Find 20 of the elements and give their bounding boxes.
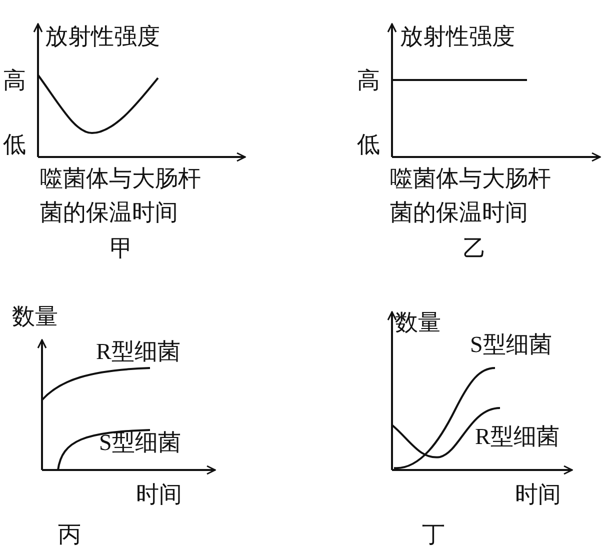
panel-label: 乙 <box>463 235 486 263</box>
axis-label: 数量 <box>395 309 441 337</box>
tick-label: 高 <box>357 67 380 95</box>
curve-label: R型细菌 <box>96 338 180 366</box>
curve-label: S型细菌 <box>99 429 181 457</box>
panel-label: 丙 <box>58 521 81 549</box>
tick-label: 高 <box>3 67 26 95</box>
axis-label: 时间 <box>515 481 561 509</box>
axis-label: 噬菌体与大肠杆菌的保温时间 <box>390 165 552 227</box>
axis-label: 放射性强度 <box>400 23 515 51</box>
axis-label: 时间 <box>136 481 182 509</box>
tick-label: 低 <box>3 131 26 159</box>
curve-label: S型细菌 <box>470 331 552 359</box>
tick-label: 低 <box>357 131 380 159</box>
curve-label: R型细菌 <box>475 423 560 451</box>
axis-label: 噬菌体与大肠杆菌的保温时间 <box>40 165 202 227</box>
panel-label: 丁 <box>422 521 445 549</box>
panel-label: 甲 <box>110 235 133 263</box>
axis-label: 数量 <box>12 303 58 331</box>
axis-label: 放射性强度 <box>45 23 160 51</box>
